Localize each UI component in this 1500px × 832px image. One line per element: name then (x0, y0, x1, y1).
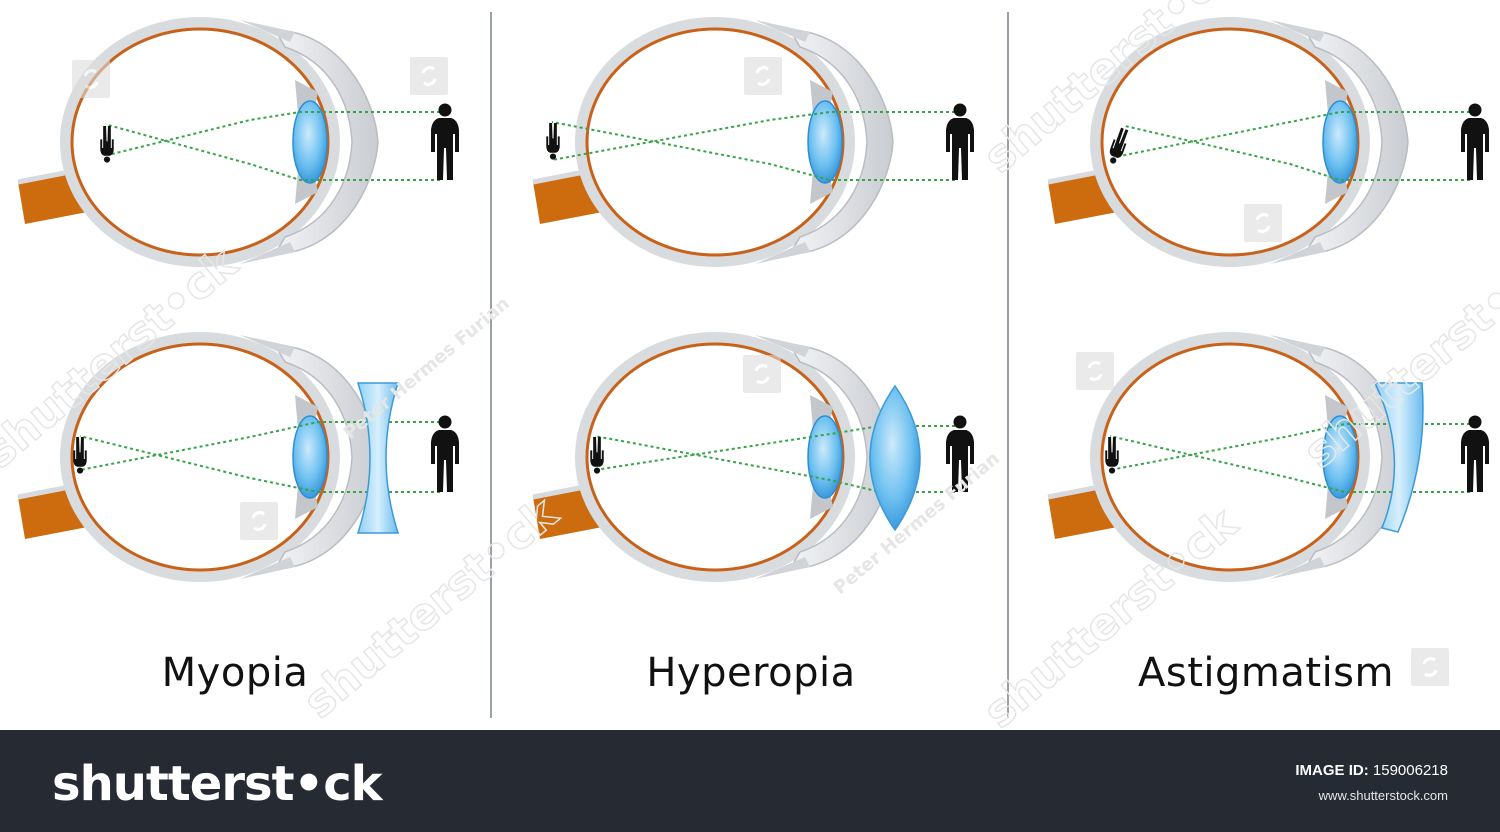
image-id: IMAGE ID: 159006218 (1295, 762, 1448, 779)
concave-lens (356, 382, 400, 534)
hyperopia-uncorrected-eye (533, 17, 974, 267)
caption-hyperopia: Hyperopia (646, 650, 856, 696)
image-id-label: IMAGE ID: (1295, 762, 1369, 779)
caption-myopia: Myopia (161, 650, 309, 696)
hyperopia-corrected-eye (533, 332, 974, 582)
astigmatism-corrected-eye (1048, 332, 1489, 582)
brand-logo[interactable]: shutterst•ck (52, 756, 383, 812)
convex-lens (869, 384, 921, 532)
caption-astigmatism: Astigmatism (1138, 650, 1394, 696)
cylindrical-lens (1373, 382, 1424, 533)
astigmatism-uncorrected-eye (1048, 17, 1489, 267)
myopia-uncorrected-eye (18, 17, 459, 267)
site-url[interactable]: www.shutterstock.com (1318, 788, 1448, 803)
myopia-corrected-eye (18, 332, 459, 582)
footer-bar (0, 730, 1500, 832)
image-id-value: 159006218 (1372, 762, 1448, 779)
eye-vision-diagram: shutterst•ck shutterst•ck shutterst•ck s… (0, 0, 1500, 730)
